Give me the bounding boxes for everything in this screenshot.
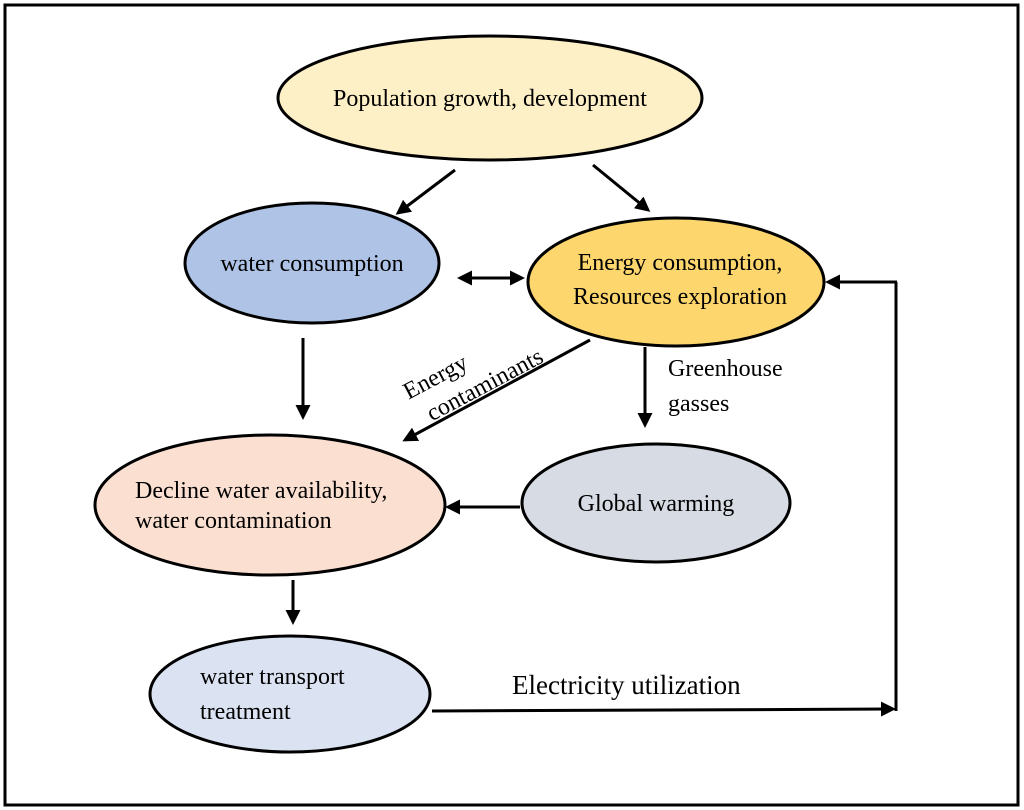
arrow-transport-electricity [431,701,896,717]
node-decline-label-line2: water contamination [135,508,332,534]
node-water-consumption-label: water consumption [220,251,403,277]
label-electricity-utilization: Electricity utilization [512,670,741,700]
node-transport-label-line1: water transport [200,664,345,690]
node-transport-label-line2: treatment [200,699,291,725]
node-global-warming: Global warming [520,442,792,564]
arrow-population-to-water [395,168,456,215]
node-population: Population growth, development [276,34,704,162]
node-water-consumption: water consumption [183,201,441,325]
node-population-label: Population growth, development [333,86,647,112]
label-greenhouse: Greenhouse [668,356,783,382]
arrow-population-to-energy [592,163,651,212]
node-decline: Decline water availability, water contam… [93,433,447,577]
label-gasses: gasses [668,391,729,417]
node-energy-label-line2: Resources exploration [573,284,787,310]
node-energy: Energy consumption, Resources exploratio… [526,216,826,348]
node-transport: water transport treatment [148,634,432,754]
node-decline-label-line1: Decline water availability, [135,478,387,504]
node-global-warming-label: Global warming [578,491,735,517]
arrow-energy-to-decline [402,338,591,442]
node-energy-label-line1: Energy consumption, [578,250,783,276]
